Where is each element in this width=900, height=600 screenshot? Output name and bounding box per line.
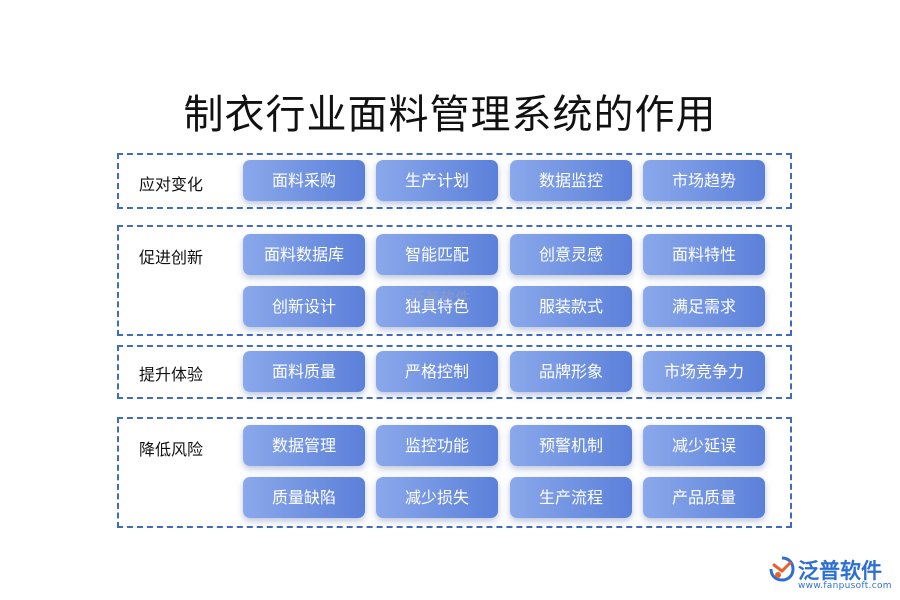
item-chip: 创意灵感: [510, 234, 632, 275]
item-chip: 产品质量: [643, 477, 765, 518]
logo-url: www.fanpusoft.com: [798, 581, 892, 591]
item-chip: 数据监控: [510, 160, 632, 201]
fanpu-logo-icon: [769, 556, 795, 582]
group-respond-to-change: 应对变化: [117, 153, 792, 209]
item-chip: 面料质量: [243, 351, 365, 392]
item-chip: 减少损失: [376, 477, 498, 518]
item-chip: 面料数据库: [243, 234, 365, 275]
item-chip: 市场趋势: [643, 160, 765, 201]
group-label: 降低风险: [139, 440, 204, 459]
item-chip: 监控功能: [376, 425, 498, 466]
item-chip: 独具特色: [376, 286, 498, 327]
item-chip: 减少延误: [643, 425, 765, 466]
group-improve-experience: 提升体验: [117, 345, 792, 399]
logo-name: 泛普软件: [798, 559, 882, 583]
group-promote-innovation: 促进创新: [117, 225, 792, 336]
watermark: 泛普软件: [410, 289, 471, 307]
group-reduce-risk: 降低风险: [117, 417, 792, 528]
group-label: 提升体验: [139, 365, 204, 384]
item-chip: 数据管理: [243, 425, 365, 466]
group-label: 应对变化: [139, 175, 204, 194]
item-chip: 生产计划: [376, 160, 498, 201]
page-title: 制衣行业面料管理系统的作用: [183, 92, 717, 138]
item-chip: 质量缺陷: [243, 477, 365, 518]
item-chip: 服装款式: [510, 286, 632, 327]
item-chip: 生产流程: [510, 477, 632, 518]
item-chip: 智能匹配: [376, 234, 498, 275]
item-chip: 预警机制: [510, 425, 632, 466]
item-chip: 严格控制: [376, 351, 498, 392]
item-chip: 品牌形象: [510, 351, 632, 392]
item-chip: 面料采购: [243, 160, 365, 201]
group-label: 促进创新: [139, 248, 204, 267]
item-chip: 满足需求: [643, 286, 765, 327]
brand-logo: 泛普软件 www.fanpusoft.com: [768, 553, 894, 595]
item-chip: 创新设计: [243, 286, 365, 327]
item-chip: 面料特性: [643, 234, 765, 275]
item-chip: 市场竞争力: [643, 351, 765, 392]
